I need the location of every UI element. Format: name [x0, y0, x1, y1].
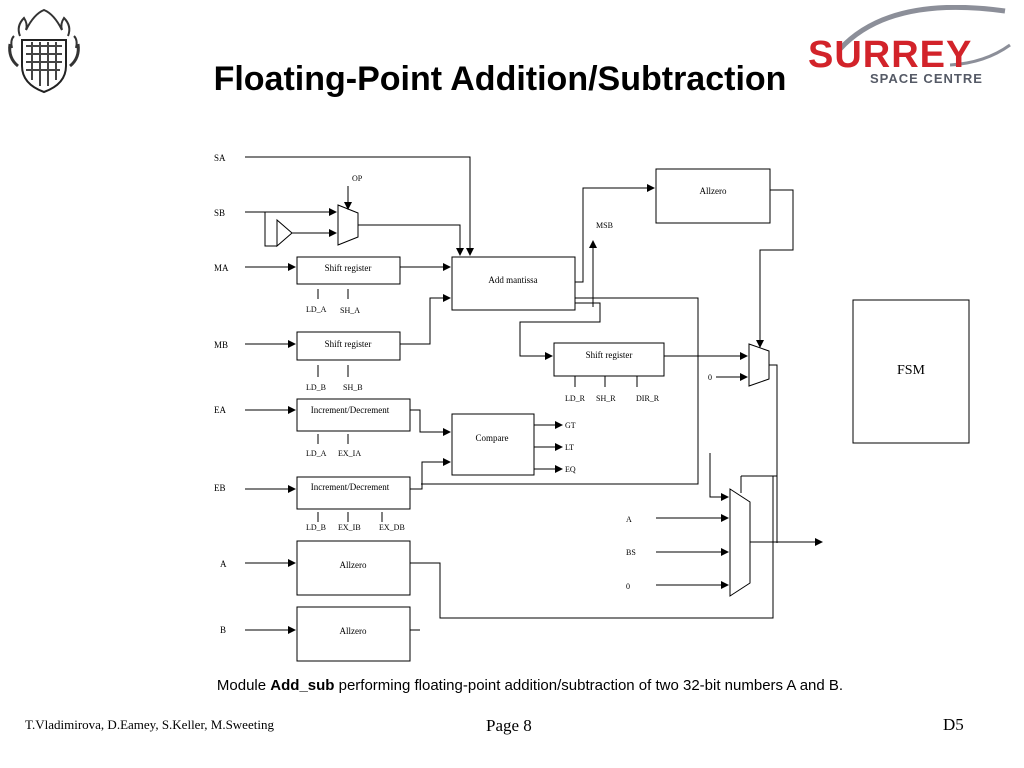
compare-block: [451, 413, 535, 476]
control-ex-ib: EX_IB: [338, 523, 361, 532]
allzero-b-block: [296, 606, 411, 662]
control-sh-b: SH_B: [343, 383, 363, 392]
increment-decrement-a-label: Increment/Decrement: [311, 405, 390, 415]
input-sb-label: SB: [214, 208, 225, 218]
input-mb-label: MB: [214, 340, 228, 350]
caption-module-name: Add_sub: [270, 677, 335, 694]
control-sh-r: SH_R: [596, 394, 616, 403]
compare-lt-label: LT: [565, 443, 574, 452]
footer-slide-code: D5: [943, 715, 964, 734]
control-ld-a-2: LD_A: [306, 449, 327, 458]
caption-suffix: performing floating-point addition/subtr…: [334, 677, 844, 694]
increment-decrement-b: [296, 476, 411, 510]
footer-page-number: Page 8: [486, 716, 532, 735]
logo-surrey-text: SURREY: [808, 34, 972, 76]
control-ld-r: LD_R: [565, 394, 586, 403]
msb-label: MSB: [596, 221, 613, 230]
op-label: OP: [352, 174, 363, 183]
shift-register-a-label: Shift register: [325, 263, 372, 273]
control-ex-db: EX_DB: [379, 523, 405, 532]
sign-mux: [337, 204, 359, 246]
msb-mux-zero-label: 0: [708, 373, 712, 382]
output-mux: [729, 488, 751, 597]
input-eb-label: EB: [214, 483, 226, 493]
control-ld-b-1: LD_B: [306, 383, 326, 392]
allzero-a-block: [296, 540, 411, 596]
logo-swoosh: [838, 5, 1006, 51]
caption-prefix: Module: [216, 677, 271, 694]
footer-authors: T.Vladimirova, D.Eamey, S.Keller, M.Swee…: [25, 717, 274, 732]
out-mux-bs-label: BS: [626, 548, 636, 557]
control-ld-a-1: LD_A: [306, 305, 327, 314]
increment-decrement-b-label: Increment/Decrement: [311, 482, 390, 492]
control-ex-ia: EX_IA: [338, 449, 361, 458]
shift-register-b: [296, 331, 401, 361]
inverter: [276, 218, 293, 248]
compare-label: Compare: [476, 433, 509, 443]
add-mantissa-label: Add mantissa: [488, 275, 537, 285]
shift-register-a: [296, 256, 401, 285]
allzero-a-label: Allzero: [340, 560, 367, 570]
input-ma-label: MA: [214, 263, 229, 273]
fsm-block: [852, 299, 970, 444]
control-sh-a: SH_A: [340, 306, 360, 315]
allzero-b-label: Allzero: [340, 626, 367, 636]
control-ld-b-2: LD_B: [306, 523, 326, 532]
slide-title: Floating-Point Addition/Subtraction: [213, 60, 787, 98]
input-a-label: A: [220, 559, 227, 569]
input-sa-label: SA: [214, 153, 226, 163]
slide-caption: Module Add_sub performing floating-point…: [0, 677, 1024, 694]
add-mantissa-block: [451, 256, 576, 311]
fsm-label: FSM: [897, 363, 926, 378]
shift-register-r-label: Shift register: [586, 350, 633, 360]
input-b-label: B: [220, 625, 226, 635]
compare-gt-label: GT: [565, 421, 576, 430]
logo-space-centre-text: SPACE CENTRE: [870, 71, 983, 86]
shift-register-b-label: Shift register: [325, 339, 372, 349]
out-mux-zero-label: 0: [626, 582, 630, 591]
input-ea-label: EA: [214, 405, 226, 415]
surrey-space-centre-logo: SURREY SPACE CENTRE: [808, 5, 1011, 86]
allzero-top-block: [655, 168, 771, 224]
allzero-top-label: Allzero: [700, 186, 727, 196]
control-dir-r: DIR_R: [636, 394, 660, 403]
compare-eq-label: EQ: [565, 465, 576, 474]
university-crest-logo: [8, 8, 80, 94]
out-mux-a-label: A: [626, 515, 632, 524]
shift-register-r: [553, 342, 665, 377]
increment-decrement-a: [296, 398, 411, 432]
msb-mux: [748, 343, 770, 387]
